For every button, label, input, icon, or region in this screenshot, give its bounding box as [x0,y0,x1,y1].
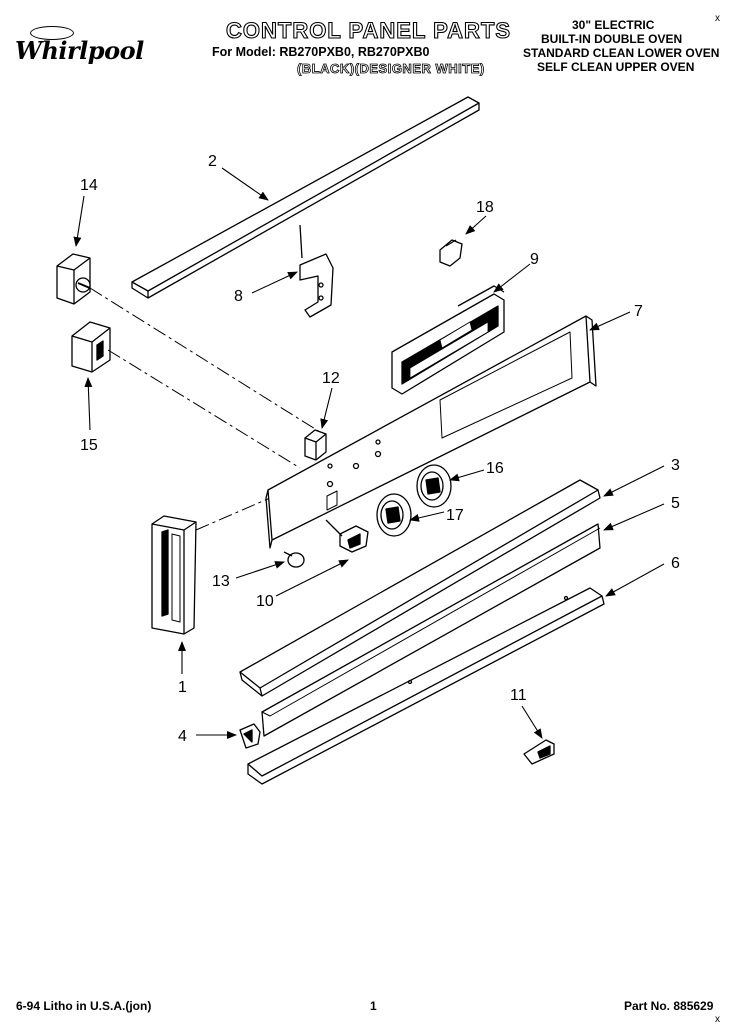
callout-6: 6 [671,555,680,572]
model-line: For Model: RB270PXB0, RB270PXB0 [212,45,430,59]
part-15-switch [71,321,111,373]
part-14-rotary-switch [56,253,91,305]
callout-1: 1 [178,679,187,696]
callout-3: 3 [671,457,680,474]
spec-line-1: 30" ELECTRIC [572,18,655,32]
callout-14: 14 [80,177,98,194]
part-2-top-trim [131,96,480,299]
spec-line-4: SELF CLEAN UPPER OVEN [537,60,695,74]
part-6-channel [247,587,605,785]
finish-line: (BLACK)(DESIGNER WHITE) [297,61,485,77]
part-4-clip [239,723,261,749]
callout-5: 5 [671,495,680,512]
spec-line-2: BUILT-IN DOUBLE OVEN [541,32,683,46]
part-5-panel-strip [261,523,601,737]
callout-16: 16 [486,460,504,477]
part-8-bracket [299,224,334,318]
page-title: CONTROL PANEL PARTS [225,17,512,43]
corner-mark-top: x [715,13,720,24]
callout-2: 2 [208,153,217,170]
callout-12: 12 [322,370,340,387]
part-7-control-panel [265,315,597,549]
callout-labels: 1 2 3 4 5 6 7 8 9 10 11 12 13 14 15 16 1… [80,153,680,745]
litho-note: 6-94 Litho in U.S.A.(jon) [16,999,152,1013]
page-number: 1 [370,999,377,1013]
callout-11: 11 [510,687,527,704]
callout-13: 13 [212,573,230,590]
part-12-relay [304,429,327,461]
part-17-knob [376,493,412,537]
callout-18: 18 [476,199,494,216]
part-number: Part No. 885629 [624,999,714,1013]
part-18-clip [439,239,463,267]
corner-mark-bottom: x [715,1014,720,1025]
part-1-end-cap [151,515,197,635]
callout-leaders [73,167,665,739]
callout-7: 7 [634,303,643,320]
callout-15: 15 [80,437,98,454]
callout-8: 8 [234,288,243,305]
whirlpool-logo-mark [30,26,74,40]
part-9-electronic-control [391,285,505,395]
part-10-switch [325,519,369,553]
whirlpool-logo: Whirlpool [15,36,144,65]
callout-17: 17 [446,507,464,524]
part-11-bracket [523,739,555,765]
part-3-trim-strip [239,479,601,697]
spec-line-3: STANDARD CLEAN LOWER OVEN [523,46,720,60]
callout-9: 9 [530,251,539,268]
part-16-knob [416,464,452,508]
part-13-light [283,551,305,568]
callout-4: 4 [178,728,187,745]
callout-10: 10 [256,593,274,610]
